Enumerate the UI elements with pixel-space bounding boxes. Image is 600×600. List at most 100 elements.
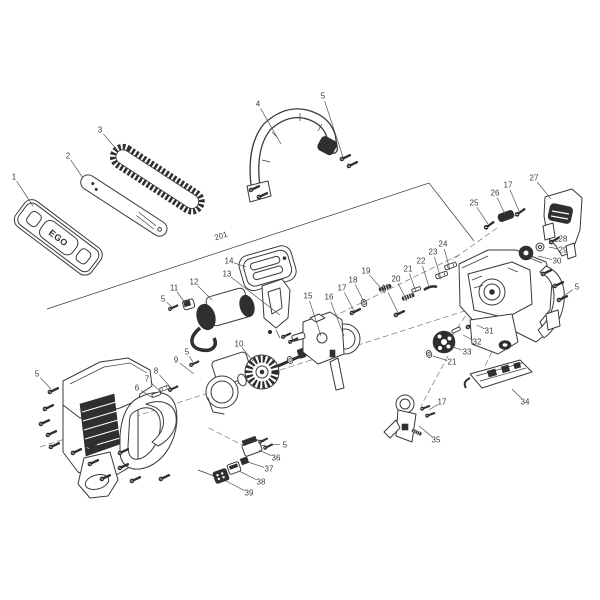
part-fan-housing [205, 351, 253, 415]
leader-line-3 [103, 133, 119, 152]
leader-line-13 [230, 276, 281, 316]
leader-line-16 [330, 301, 345, 337]
part-guide-bar [80, 174, 168, 237]
alignment-dash-line [420, 355, 449, 407]
part-callout-20: 20 [392, 275, 401, 284]
leader-line-31 [476, 324, 485, 330]
part-switch-small-parts [481, 206, 561, 261]
part-callout-33: 33 [463, 348, 472, 357]
part-callout-19: 19 [362, 267, 371, 276]
leader-line-1 [16, 181, 34, 207]
leader-line-28 [554, 240, 559, 243]
leader-line-5 [166, 302, 173, 308]
part-chain [109, 143, 205, 215]
leader-line-5 [561, 289, 573, 298]
part-callout-17: 17 [382, 284, 391, 293]
leader-line-24 [443, 248, 451, 271]
part-callout-28: 28 [559, 235, 568, 244]
part-callout-5: 5 [321, 92, 326, 101]
part-callout-11: 11 [170, 284, 179, 293]
part-callout-15: 15 [304, 292, 313, 301]
part-callout-30: 30 [553, 257, 562, 266]
leader-line-33 [449, 345, 463, 351]
leader-line-5 [189, 356, 195, 365]
part-callout-12: 12 [190, 278, 199, 287]
leader-line-11 [176, 291, 187, 305]
part-callout-39: 39 [245, 489, 254, 498]
part-callout-8: 8 [154, 367, 159, 376]
leader-line-7 [150, 382, 164, 395]
part-sprocket-set [424, 319, 479, 359]
leader-line-21 [409, 273, 417, 293]
part-rotor [237, 347, 307, 390]
leader-line-36 [258, 449, 272, 457]
leader-line-37 [247, 461, 265, 468]
part-motor-housing-assembly [62, 357, 178, 499]
part-callout-23: 23 [429, 248, 438, 257]
leader-line-21 [432, 355, 448, 361]
part-callout-34: 34 [521, 398, 530, 407]
part-callout-25: 25 [470, 199, 479, 208]
leader-line-9 [179, 362, 195, 375]
leader-line-22 [422, 265, 430, 288]
alignment-dash-line [206, 426, 247, 448]
part-gearbox-assembly [291, 311, 361, 391]
leader-line-39 [225, 480, 245, 492]
leader-line-17 [343, 292, 355, 312]
leader-line-34 [511, 388, 522, 399]
part-bar-cover: EGO [13, 199, 103, 276]
part-callout-6: 6 [135, 384, 140, 393]
leader-line-5 [40, 377, 52, 390]
leader-line-17 [387, 292, 399, 314]
part-callout-2: 2 [66, 152, 71, 161]
fastener-row [347, 261, 458, 320]
leader-line-19 [369, 274, 386, 294]
part-callout-21: 21 [404, 265, 413, 274]
part-callout-22: 22 [417, 257, 426, 266]
part-callout-24: 24 [439, 240, 448, 249]
part-oil-pump [383, 394, 436, 443]
part-control-board [463, 359, 533, 389]
leader-line-38 [238, 470, 257, 481]
leader-line-15 [309, 300, 322, 337]
leader-line-20 [397, 283, 408, 302]
leader-line-35 [418, 425, 433, 438]
part-callout-21: 21 [448, 358, 457, 367]
part-callout-38: 38 [257, 478, 266, 487]
part-callout-7: 7 [145, 375, 150, 384]
part-callout-9: 9 [174, 356, 179, 365]
part-callout-3: 3 [98, 126, 103, 135]
leader-line-12 [197, 285, 213, 301]
part-callout-201: 201 [213, 229, 229, 242]
leader-line-30 [537, 255, 553, 261]
part-callout-5: 5 [575, 283, 580, 292]
leader-line-32 [462, 334, 473, 341]
part-callout-5: 5 [283, 441, 288, 450]
leader-line-6 [141, 390, 154, 399]
leader-line-14 [233, 262, 247, 268]
part-callout-4: 4 [256, 100, 261, 109]
part-callout-26: 26 [491, 189, 500, 198]
part-callout-5: 5 [35, 370, 40, 379]
leader-line-2 [70, 159, 84, 179]
part-callout-13: 13 [223, 270, 232, 279]
part-callout-17: 17 [338, 284, 347, 293]
part-rear-cover-panel [542, 188, 583, 260]
assembly-201-reference-line [46, 182, 475, 310]
leader-line-26 [496, 197, 506, 215]
part-callout-5: 5 [185, 348, 190, 357]
part-callout-27: 27 [530, 174, 539, 183]
leader-line-8 [159, 374, 173, 390]
leader-line-17 [509, 189, 520, 212]
leader-line-18 [354, 284, 365, 303]
leader-line-5 [324, 100, 344, 158]
part-callout-37: 37 [265, 465, 274, 474]
part-switch-cluster [197, 435, 274, 484]
part-callout-10: 10 [235, 340, 244, 349]
part-pcb-bracket [261, 278, 291, 339]
part-callout-18: 18 [349, 276, 358, 285]
part-callout-35: 35 [432, 436, 441, 445]
